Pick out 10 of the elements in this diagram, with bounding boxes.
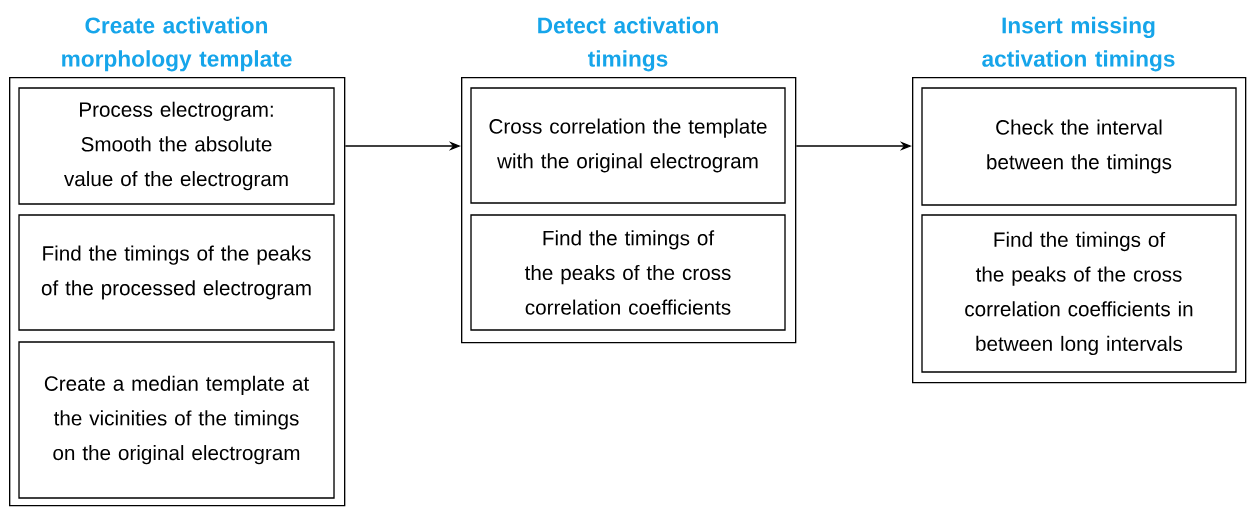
- step-box: Create a median template at the vicinities of the timings on the original electrogram: [18, 341, 335, 499]
- group-title: Create activation morphology template: [62, 16, 292, 72]
- step-box: Process electrogram: Smooth the absolute value of the electrogram: [18, 87, 335, 205]
- group-title: Detect activation timings: [538, 16, 718, 72]
- step-box: Check the interval between the timings: [921, 87, 1237, 206]
- step-box: Find the timings of the peaks of the cross correlation coefficients: [470, 214, 786, 331]
- step-box: Find the timings of the peaks of the processed electrogram: [18, 214, 335, 331]
- step-box: Find the timings of the peaks of the cross correlation coefficients in between long intervals: [921, 214, 1237, 373]
- step-box: Cross correlation the template with the original electrogram: [470, 87, 786, 204]
- group-title: Insert missing activation timings: [982, 16, 1175, 72]
